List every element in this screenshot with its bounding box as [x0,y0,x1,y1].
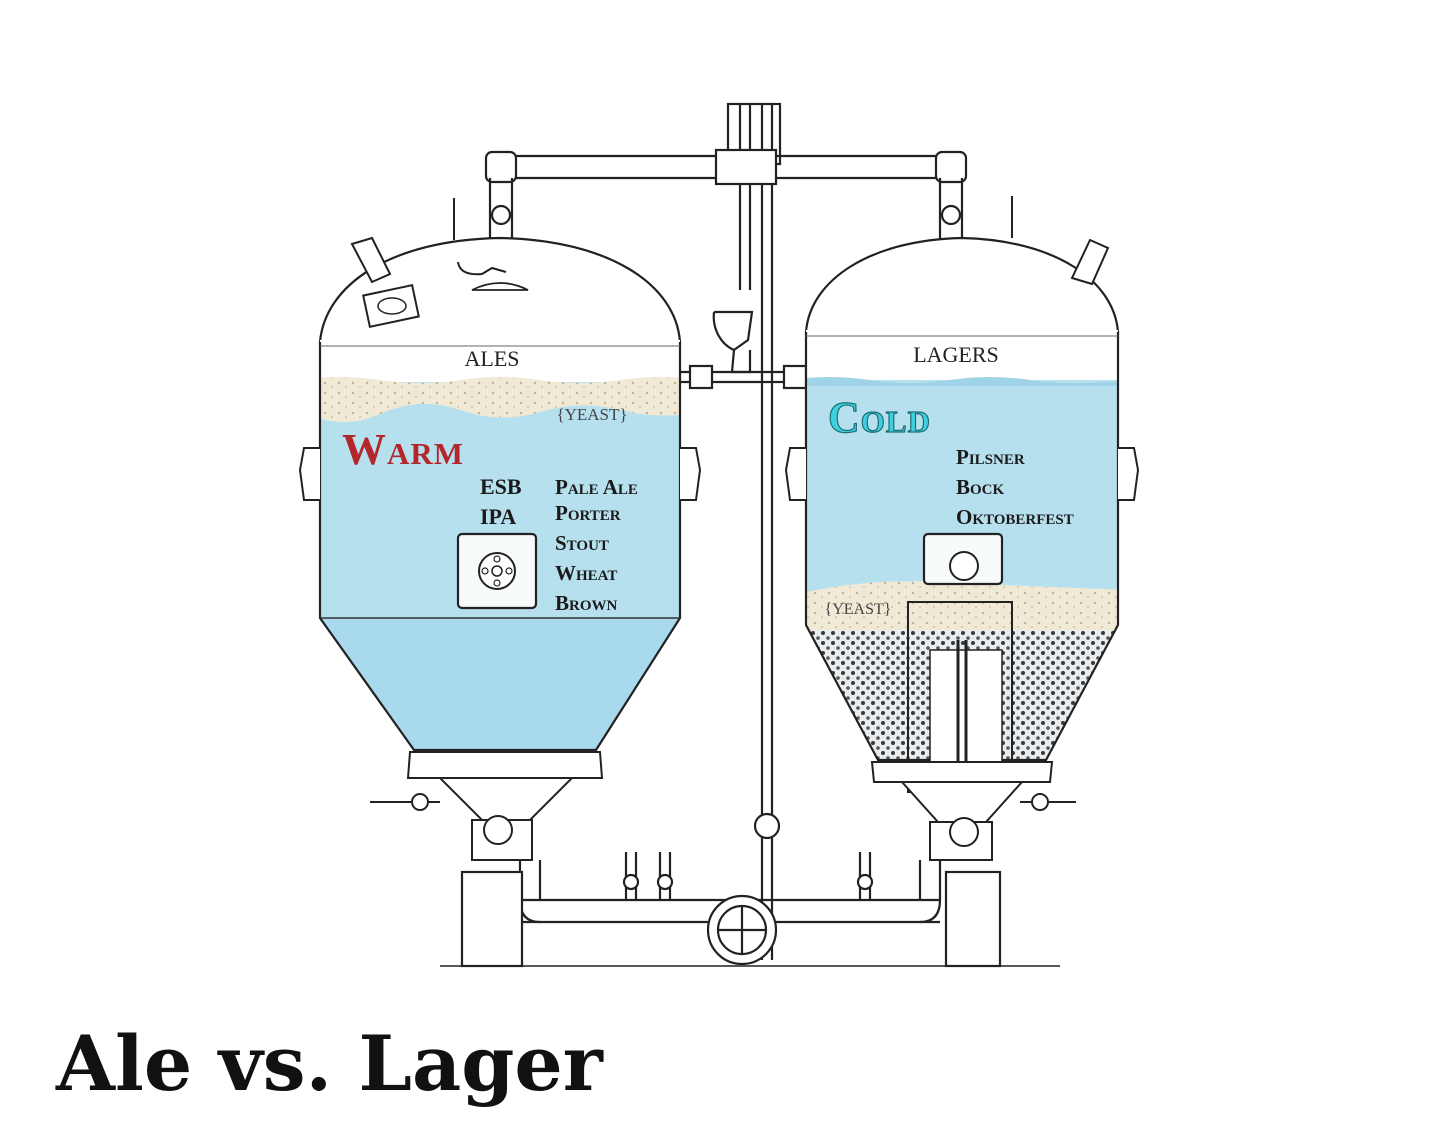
ale-tank [298,198,702,861]
ale-style-esb: ESB [480,474,522,499]
ale-yeast-label: {YEAST} [556,405,627,424]
lager-style-bock: Bock [956,475,1005,499]
ale-style-porter: Porter [555,501,621,525]
ale-style-wheat: Wheat [555,561,617,585]
ale-labels: ALES {YEAST} Warm ESB IPA Pale Ale Porte… [342,346,638,615]
ale-style-pale-ale: Pale Ale [555,475,638,499]
lager-tank-label: LAGERS [913,342,999,367]
ale-style-stout: Stout [555,531,609,555]
lager-labels: LAGERS Cold Pilsner Bock Oktoberfest {YE… [825,342,1074,618]
ale-tank-label: ALES [465,346,520,371]
fermenter-illustration: ALES {YEAST} Warm ESB IPA Pale Ale Porte… [298,102,1140,968]
lager-tank [784,196,1140,861]
lager-yeast-label: {YEAST} [825,601,892,618]
page-title: Ale vs. Lager [56,1019,603,1108]
lager-style-pilsner: Pilsner [956,445,1025,469]
ale-style-ipa: IPA [480,504,516,529]
warm-label: Warm [342,425,464,474]
ale-style-brown: Brown [555,591,618,615]
piping [440,102,1060,968]
cold-label: Cold [828,393,931,442]
lager-style-oktoberfest: Oktoberfest [956,505,1074,529]
